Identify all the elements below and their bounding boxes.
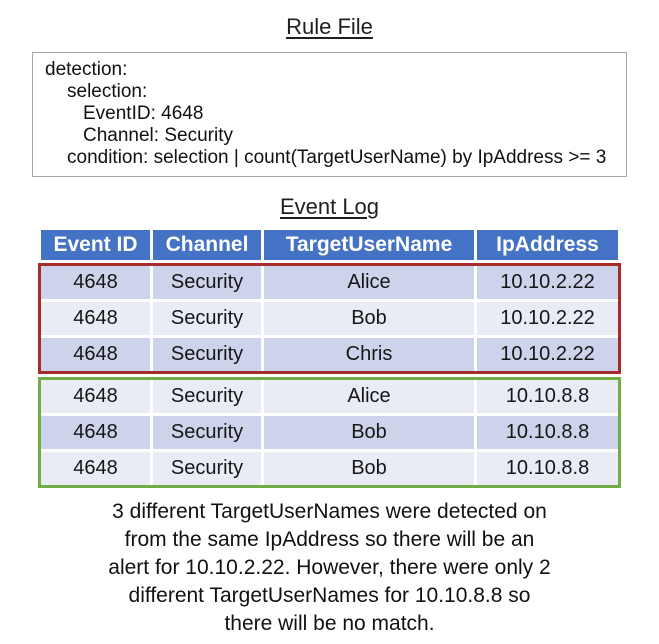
cell-targetusername: Alice — [264, 380, 474, 413]
rule-line-channel: Channel: Security — [83, 125, 233, 146]
cell-ipaddress: 10.10.2.22 — [477, 302, 618, 335]
cell-channel: Security — [153, 266, 261, 299]
rule-line-selection: selection: — [67, 81, 148, 102]
cell-ipaddress: 10.10.2.22 — [477, 266, 618, 299]
cell-channel: Security — [153, 452, 261, 485]
cell-event-id: 4648 — [41, 452, 150, 485]
table-row: 4648 Security Alice 10.10.2.22 — [41, 266, 618, 299]
table-row: 4648 Security Chris 10.10.2.22 — [41, 338, 618, 371]
caption-line: 3 different TargetUserNames were detecte… — [112, 500, 547, 523]
header-targetusername: TargetUserName — [264, 230, 474, 260]
cell-ipaddress: 10.10.2.22 — [477, 338, 618, 371]
event-log-table: Event ID Channel TargetUserName IpAddres… — [38, 230, 621, 488]
alert-group-outline: 4648 Security Alice 10.10.2.22 4648 Secu… — [38, 263, 621, 374]
cell-channel: Security — [153, 416, 261, 449]
cell-event-id: 4648 — [41, 380, 150, 413]
cell-targetusername: Alice — [264, 266, 474, 299]
cell-targetusername: Bob — [264, 452, 474, 485]
table-row: 4648 Security Alice 10.10.8.8 — [41, 380, 618, 413]
cell-event-id: 4648 — [41, 266, 150, 299]
caption-line: there will be no match. — [224, 612, 435, 635]
no-match-group-outline: 4648 Security Alice 10.10.8.8 4648 Secur… — [38, 377, 621, 488]
caption-line: different TargetUserNames for 10.10.8.8 … — [128, 584, 531, 607]
cell-event-id: 4648 — [41, 416, 150, 449]
cell-targetusername: Bob — [264, 302, 474, 335]
cell-channel: Security — [153, 380, 261, 413]
event-log-title: Event Log — [279, 194, 380, 219]
table-row: 4648 Security Bob 10.10.8.8 — [41, 452, 618, 485]
table-row: 4648 Security Bob 10.10.8.8 — [41, 416, 618, 449]
rule-line-eventid: EventID: 4648 — [83, 103, 204, 124]
cell-ipaddress: 10.10.8.8 — [477, 380, 618, 413]
cell-targetusername: Bob — [264, 416, 474, 449]
cell-ipaddress: 10.10.8.8 — [477, 452, 618, 485]
header-event-id: Event ID — [41, 230, 150, 260]
rule-file-box: detection: selection: EventID: 4648 Chan… — [32, 52, 627, 177]
cell-channel: Security — [153, 302, 261, 335]
caption-line: from the same IpAddress so there will be… — [124, 528, 535, 551]
rule-file-title: Rule File — [286, 14, 373, 39]
table-row: 4648 Security Bob 10.10.2.22 — [41, 302, 618, 335]
header-ipaddress: IpAddress — [477, 230, 618, 260]
cell-event-id: 4648 — [41, 338, 150, 371]
explanation-caption: 3 different TargetUserNames were detecte… — [0, 498, 659, 638]
table-header-row: Event ID Channel TargetUserName IpAddres… — [41, 230, 618, 260]
cell-channel: Security — [153, 338, 261, 371]
cell-ipaddress: 10.10.8.8 — [477, 416, 618, 449]
cell-event-id: 4648 — [41, 302, 150, 335]
caption-line: alert for 10.10.2.22. However, there wer… — [108, 556, 551, 579]
cell-targetusername: Chris — [264, 338, 474, 371]
rule-line-condition: condition: selection | count(TargetUserN… — [67, 147, 607, 168]
rule-line-detection: detection: — [45, 59, 128, 80]
header-channel: Channel — [153, 230, 261, 260]
